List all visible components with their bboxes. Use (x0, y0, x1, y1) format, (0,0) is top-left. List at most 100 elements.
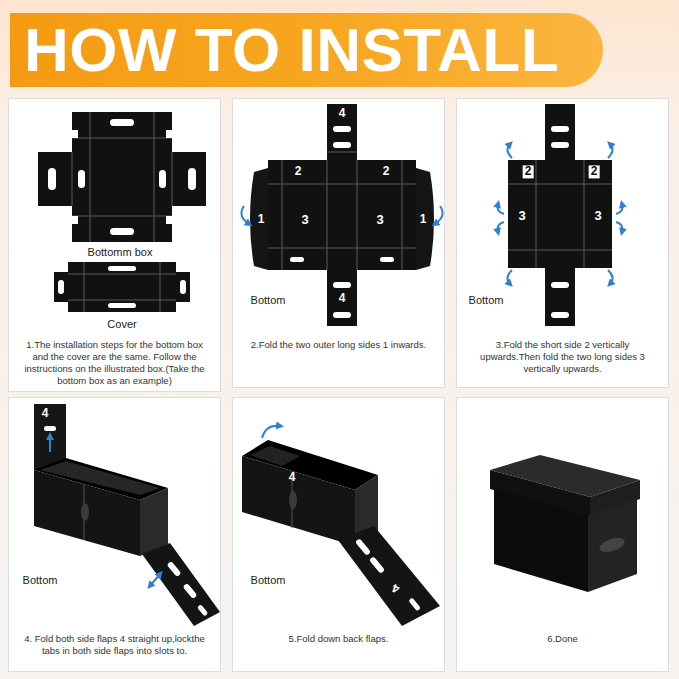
step-five-box-part (338, 526, 440, 626)
step-two-net-part (333, 126, 351, 132)
step-panel: 2.Fold the two outer long sides 1 inward… (232, 98, 445, 388)
bottom-box-net-part (78, 170, 85, 188)
part-label: Cover (107, 318, 136, 330)
part-label: Bottom (251, 294, 286, 306)
step-four-box-part (81, 503, 89, 521)
callout-number: 1 (420, 213, 427, 226)
finished-box (490, 455, 640, 592)
callout-number: 3 (376, 213, 383, 227)
step-four-box-part (197, 604, 209, 616)
bottom-box-net-part (72, 216, 78, 224)
step-two-net-part (241, 206, 249, 224)
step-five-box-part (242, 456, 355, 546)
step-panel: 3.Fold the short side 2 vertically upwar… (456, 98, 669, 388)
cover-net (54, 262, 190, 312)
callout-number: 4 (42, 407, 49, 420)
callout-number: 4 (289, 471, 296, 484)
bottom-box-net-part (72, 112, 172, 242)
step-four-box (34, 404, 220, 626)
bottom-box-net-part (48, 168, 56, 190)
step-three-net-part (551, 126, 569, 132)
part-label: Bottom (469, 294, 504, 306)
bottom-box-net-part (166, 130, 172, 138)
step-three-net-part (616, 222, 622, 232)
step-caption: 5.Fold down back flaps. (243, 633, 434, 645)
step-two-net-part (333, 282, 351, 288)
cover-net-part (58, 280, 64, 294)
step-two-net-part (268, 152, 416, 270)
bottom-box-net (38, 112, 206, 242)
bottom-box-net-part (159, 170, 166, 188)
step-four-box-part (34, 470, 140, 556)
callout-number: 2 (523, 165, 534, 178)
callout-number: 3 (518, 209, 525, 223)
step-five-box-part (408, 597, 421, 611)
step-three-net (498, 104, 623, 326)
part-label: Bottom (23, 574, 58, 586)
step-four-box-part (150, 574, 160, 586)
step-two-net (241, 104, 442, 326)
finished-box-part (598, 535, 626, 554)
step-three-net-part (498, 204, 504, 214)
step-five-box-part (262, 426, 280, 438)
bottom-box-net-part (110, 119, 134, 126)
finished-box-part (588, 499, 637, 592)
bottom-box-net-part (110, 228, 134, 235)
step-four-box-part (167, 561, 182, 577)
step-five-box-part (355, 538, 371, 556)
step-two-net-part (290, 257, 304, 262)
step-panel: 6.Done (456, 397, 669, 672)
step-three-net-part (508, 160, 612, 268)
step-panel: 4. Fold both side flaps 4 straight up,lo… (8, 397, 221, 672)
callout-number: 2 (589, 165, 600, 178)
step-three-net-part (507, 144, 512, 158)
step-two-net-part (333, 142, 351, 148)
step-three-net-part (608, 270, 613, 284)
step-four-box-part (183, 583, 198, 599)
step-three-net-part (616, 204, 622, 214)
finished-box-part (494, 489, 588, 592)
step-three-net-part (551, 312, 569, 318)
cover-net-part (68, 262, 176, 312)
step-caption: 1.The installation steps for the bottom … (19, 339, 210, 387)
step-two-net-part (380, 257, 394, 262)
step-three-net-part (507, 270, 512, 284)
step-three-net-part (551, 282, 569, 288)
callout-number: 1 (258, 213, 265, 226)
callout-number: 3 (594, 209, 601, 223)
cover-net-part (180, 280, 186, 294)
panel-grounds (8, 98, 669, 672)
step-four-box-part (44, 426, 56, 431)
step-five-box-part (369, 556, 385, 574)
step-caption: 6.Done (467, 633, 658, 645)
panel-grounds-part (8, 98, 221, 392)
step-two-net-part (435, 206, 443, 224)
callout-number: 2 (383, 165, 390, 178)
callout-number: 4 (339, 292, 346, 305)
cover-net-part (68, 262, 176, 312)
panel-grounds-part (456, 98, 669, 388)
panel-grounds-part (232, 98, 445, 388)
step-caption: 3.Fold the short side 2 vertically upwar… (467, 339, 658, 375)
step-panel: 1.The installation steps for the bottom … (8, 98, 221, 392)
step-five-box (242, 426, 440, 626)
part-label: Bottom (251, 574, 286, 586)
bottom-box-net-part (38, 152, 72, 206)
step-three-net-part (551, 142, 569, 148)
step-four-box-part (49, 436, 51, 452)
step-two-net-part (333, 312, 351, 318)
step-two-net-part (268, 160, 416, 270)
step-caption: 2.Fold the two outer long sides 1 inward… (243, 339, 434, 351)
title-banner: HOW TO INSTALL (10, 13, 603, 87)
step-five-box-part (289, 491, 297, 509)
callout-number: 3 (301, 213, 308, 227)
step-three-net-part (508, 160, 612, 268)
panel-grounds-part (232, 397, 445, 672)
bottom-box-net-part (188, 168, 196, 190)
panel-grounds-part (456, 397, 669, 672)
step-caption: 4. Fold both side flaps 4 straight up,lo… (19, 633, 210, 657)
step-three-net-part (498, 222, 504, 232)
panel-grounds-part (8, 397, 221, 672)
bottom-box-net-part (172, 152, 206, 206)
